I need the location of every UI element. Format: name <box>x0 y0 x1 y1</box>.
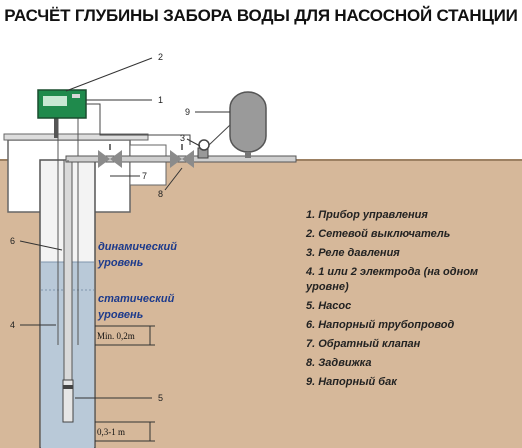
min-distance-label: Min. 0,2m <box>97 331 135 341</box>
legend-item-6: 6. Напорный трубопровод <box>306 319 455 331</box>
pit-step <box>129 144 167 186</box>
pressure-relay-wire <box>208 124 231 146</box>
legend-item-4-cont: уровне) <box>305 281 349 293</box>
pressure-tank <box>229 91 267 153</box>
dynamic-level-label-1: динамический <box>98 241 177 253</box>
callout-line-6 <box>19 240 63 251</box>
callout-line-2 <box>65 57 153 92</box>
pump-inlet <box>63 385 73 389</box>
control-wire <box>86 103 191 145</box>
static-level-label-1: статический <box>98 293 175 305</box>
legend-item-7: 7. Обратный клапан <box>306 338 421 350</box>
bottom-distance-label: 0,3-1 m <box>97 427 125 437</box>
legend-item-8: 8. Задвижка <box>306 357 372 369</box>
diagram-title: РАСЧЁТ ГЛУБИНЫ ЗАБОРА ВОДЫ ДЛЯ НАСОСНОЙ … <box>4 6 518 25</box>
legend-item-9: 9. Напорный бак <box>306 376 398 388</box>
check-valve-left <box>98 144 122 168</box>
pit-lid <box>3 133 149 141</box>
callout-4: 4 <box>10 320 15 330</box>
callout-3: 3 <box>180 133 185 143</box>
callout-line-8 <box>164 167 183 191</box>
legend-item-5: 5. Насос <box>306 300 351 312</box>
callout-6: 6 <box>10 236 15 246</box>
legend-item-1: 1. Прибор управления <box>306 209 428 221</box>
check-valve-right <box>170 144 194 168</box>
dynamic-level-label-2: уровень <box>97 257 143 269</box>
callout-2: 2 <box>158 52 163 62</box>
callout-1: 1 <box>158 95 163 105</box>
callout-8: 8 <box>158 189 163 199</box>
static-level-label-2: уровень <box>97 309 143 321</box>
callout-7: 7 <box>142 171 147 181</box>
callout-9: 9 <box>185 107 190 117</box>
callout-line-3 <box>186 138 201 147</box>
callout-5: 5 <box>158 393 163 403</box>
pressure-relay <box>198 139 210 151</box>
legend-item-3: 3. Реле давления <box>306 247 400 259</box>
control-box-panel <box>43 96 67 106</box>
legend-item-2: 2. Сетевой выключатель <box>305 228 450 240</box>
tank-stand <box>245 152 251 158</box>
control-post <box>54 118 58 138</box>
control-box-switch <box>72 94 80 98</box>
legend-item-4: 4. 1 или 2 электрода (на одном <box>305 266 478 278</box>
pump <box>62 379 74 423</box>
